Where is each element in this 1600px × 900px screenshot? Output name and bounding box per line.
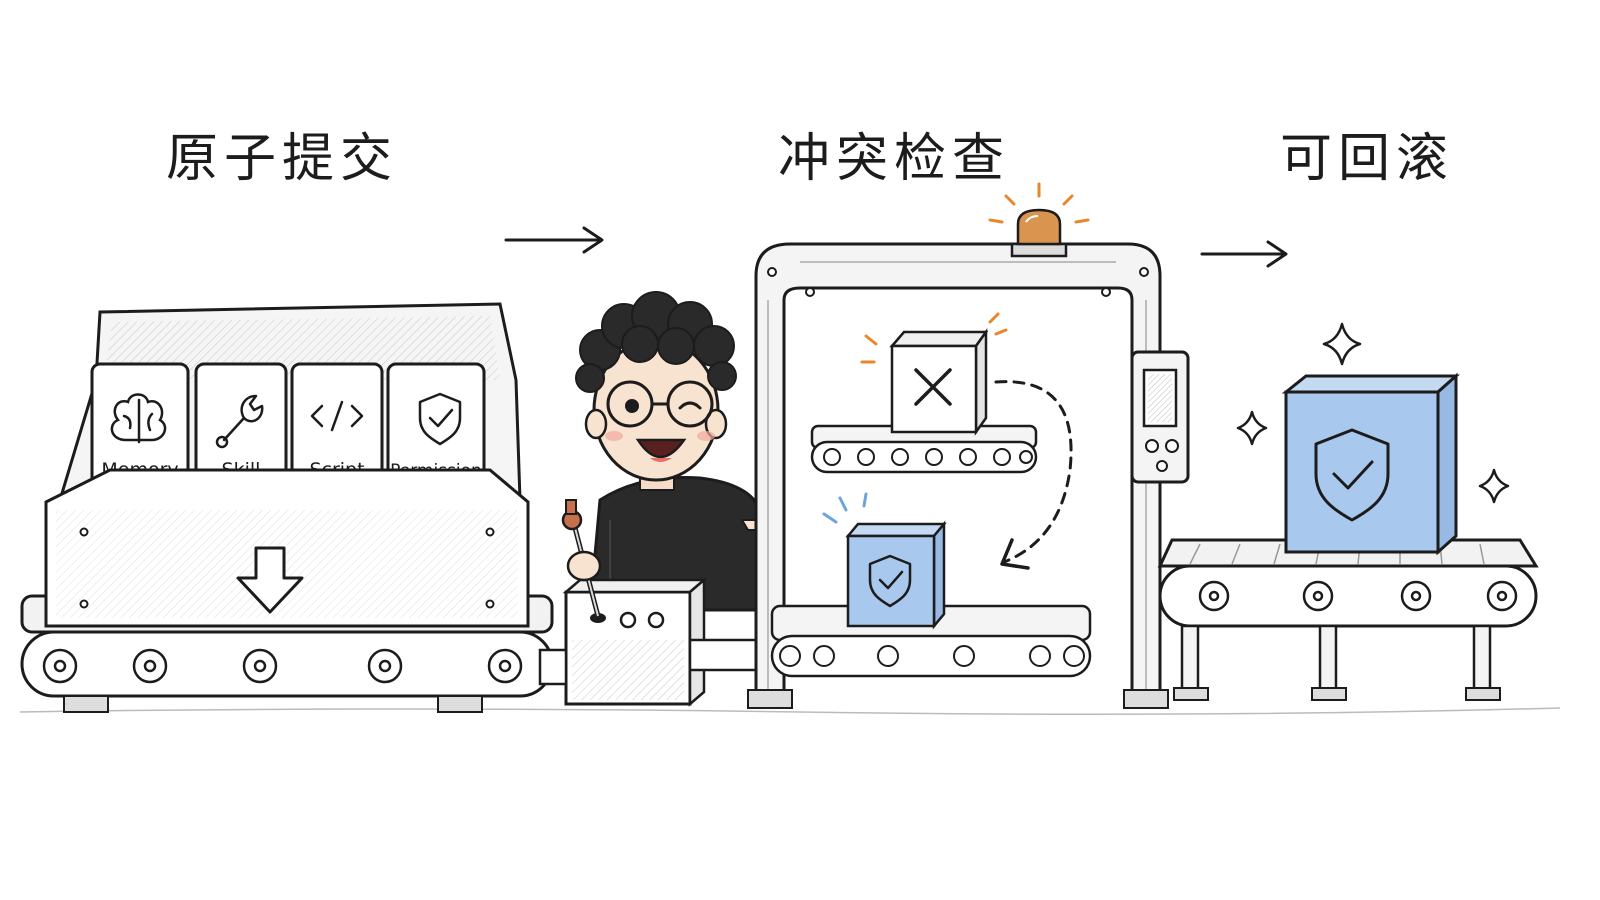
flow-arrow-2 [1200,240,1288,268]
control-panel [538,577,762,707]
stage-title-atomic-commit: 原子提交 [166,129,399,189]
commit-bin-front [44,468,530,628]
alarm-light-icon [988,182,1090,258]
wrench-icon [215,394,264,449]
rejected-package [860,312,1008,436]
ground-line [19,707,1561,715]
shield-check-icon [418,392,462,446]
shield-check-icon [1314,428,1390,522]
sparkle-icon [1236,322,1510,504]
redirect-dashed-arrow [994,380,1073,570]
right-conveyor [1157,538,1539,701]
code-icon [310,400,364,432]
reject-x-icon [914,368,952,406]
down-arrow-icon [236,546,304,614]
operator-character [575,291,762,612]
stage-title-conflict-check: 冲突检查 [778,129,1011,189]
stage-title-rollback: 可回滚 [1280,129,1455,189]
brain-icon [110,393,167,444]
shield-check-icon [868,554,912,608]
joystick [561,499,602,619]
approved-package-small [822,492,947,630]
approved-package-large [1281,372,1460,556]
flow-arrow-1 [504,226,604,254]
scanner-gate [747,242,1169,709]
scanner-control-box [1130,350,1190,484]
